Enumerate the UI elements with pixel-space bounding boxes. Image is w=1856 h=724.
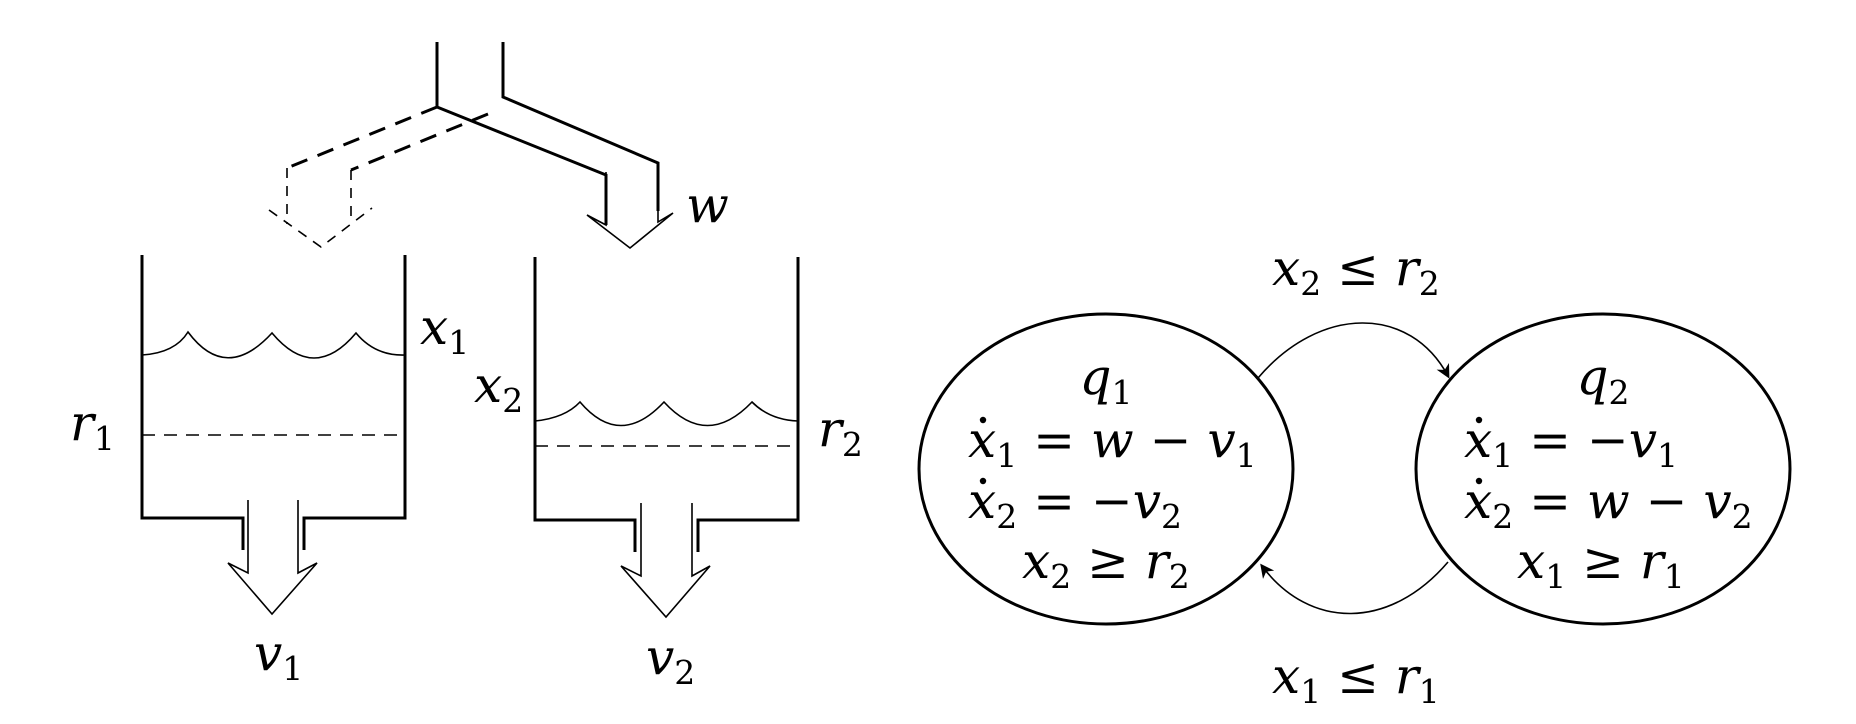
- tank-1-outflow-label: v1: [254, 624, 303, 688]
- tank-1-reference-label: r1: [70, 394, 115, 458]
- tank-2-reference-label: r2: [818, 400, 863, 464]
- state-q2-invariant: x1 ≥ r1: [1517, 532, 1685, 596]
- state-q2-name: q2: [1576, 348, 1629, 412]
- transition-q2-to-q1: [1260, 561, 1449, 615]
- svg-text:x2 = w − v2: x2 = w − v2: [1464, 472, 1753, 536]
- tank-2: [533, 257, 800, 619]
- tank-2-water-surface: [534, 400, 799, 427]
- tank-1: [140, 255, 407, 616]
- inflow-arrow: [586, 163, 674, 250]
- tank-1-outflow-arrow: [227, 500, 318, 616]
- state-q1-invariant: x2 ≥ r2: [1022, 532, 1190, 596]
- svg-text:x1 = −v1: x1 = −v1: [1464, 411, 1678, 475]
- inflow-label: w: [686, 176, 729, 234]
- inflow-pipe-alternate-dashed: [286, 105, 489, 172]
- tank-2-outflow-label: v2: [646, 628, 695, 692]
- state-q1-node: [917, 312, 1295, 626]
- tank-1-water-surface: [141, 330, 406, 359]
- inflow-arrow-alternate-dashed: [268, 168, 373, 248]
- state-q1-flow-eq-1: x1 = w − v1: [968, 411, 1257, 475]
- guard-q2-to-q1: x1 ≤ r1: [1272, 647, 1440, 711]
- state-q2-node: [1414, 312, 1792, 626]
- tank-1-level-label: x1: [420, 298, 469, 362]
- transition-q1-to-q2: [1257, 322, 1450, 379]
- guard-q1-to-q2: x2 ≤ r2: [1272, 239, 1440, 303]
- tank-2-outflow-arrow: [620, 503, 711, 619]
- state-q1-name: q1: [1079, 348, 1132, 412]
- svg-text:x1 = w − v1: x1 = w − v1: [968, 411, 1257, 475]
- state-q1-flow-eq-2: x2 = −v2: [968, 472, 1182, 536]
- state-q2-flow-eq-1: x1 = −v1: [1464, 411, 1678, 475]
- svg-text:x2 = −v2: x2 = −v2: [968, 472, 1182, 536]
- state-q2-flow-eq-2: x2 = w − v2: [1464, 472, 1753, 536]
- inflow-pipe: [435, 42, 660, 225]
- tank-2-level-label: x2: [474, 356, 523, 420]
